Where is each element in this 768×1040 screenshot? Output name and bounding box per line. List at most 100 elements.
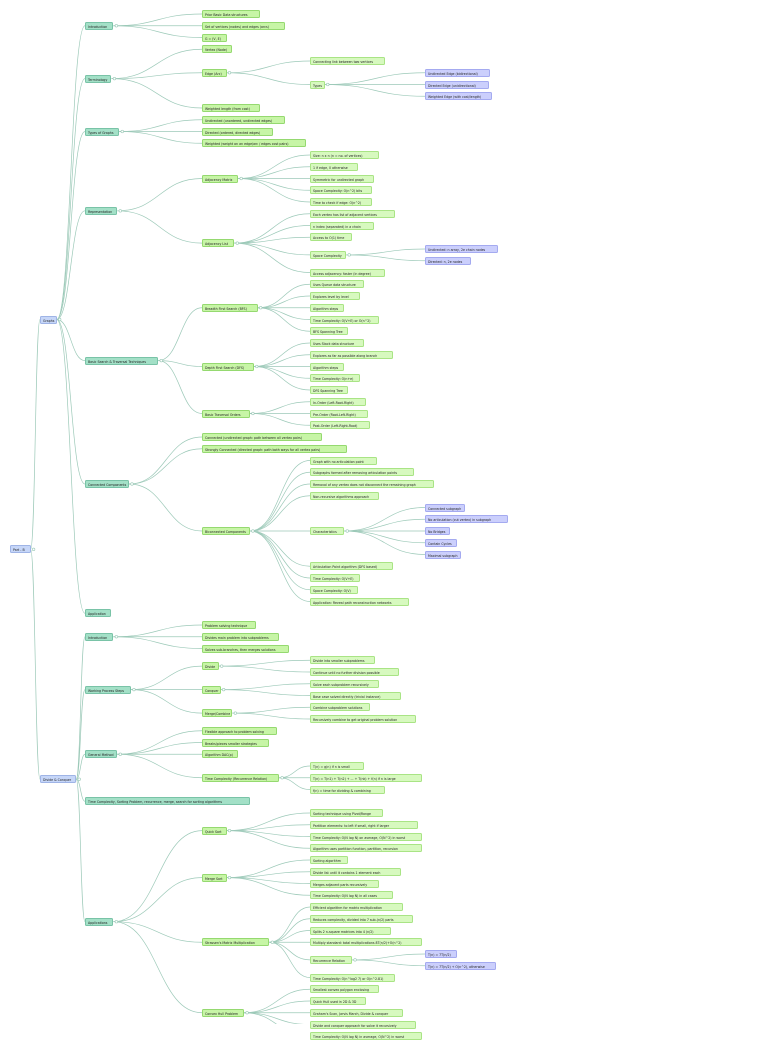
- node-weighted-edge-with-cost-length[interactable]: Weighted Edge (with cost/length): [425, 92, 493, 101]
- node-time-complexity-o-n-log-n-in-all-cases[interactable]: Time Complexity: O(N log N) in all cases: [310, 891, 393, 900]
- expand-toggle-icon[interactable]: [227, 829, 232, 833]
- node-working-process-steps[interactable]: Working Process Steps: [85, 685, 131, 694]
- node-adjacency-list[interactable]: Adjacency List: [202, 239, 235, 248]
- node-quick-sort[interactable]: Quick Sort: [202, 826, 227, 835]
- node-undirected-n-array-2e-chain-nodes[interactable]: Undirected: n array, 2e chain nodes: [425, 245, 499, 253]
- node-combine-subproblem-solutions[interactable]: Combine subproblem solutions: [310, 703, 370, 712]
- node-undirected-unordered-undirected-edges[interactable]: Undirected (unordered, undirected edges): [202, 115, 285, 124]
- node-vertex-node[interactable]: Vertex (Node): [202, 45, 233, 54]
- node-continue-until-no-further-division-possi[interactable]: Continue until no further division possi…: [310, 668, 399, 676]
- node-weighted-weight-on-an-edge-arc-edges-cos[interactable]: Weighted (weight on an edge/arc / edges …: [202, 139, 307, 148]
- node-smallest-convex-polygon-enclosing[interactable]: Smallest convex polygon enclosing: [310, 985, 380, 994]
- node-splits-2-n-square-matrices-into-4-n-2[interactable]: Splits 2 n-square matrices into 4 (n/2): [310, 926, 392, 935]
- node-applications[interactable]: Applications: [85, 917, 114, 926]
- node-explores-level-by-level[interactable]: Explores level by level: [310, 292, 360, 300]
- node-connecting-link-between-two-vertices[interactable]: Connecting link between two vertices: [310, 57, 386, 65]
- node-solve-each-subproblem-recursively[interactable]: Solve each subproblem recursively: [310, 679, 380, 688]
- expand-toggle-icon[interactable]: [239, 176, 243, 181]
- node-recursively-combine-to-get-original-prob[interactable]: Recursively combine to get original prob…: [310, 715, 417, 723]
- node-basic-traversal-orders[interactable]: Basic Traversal Orders: [202, 409, 250, 418]
- node-prior-basic-data-structures[interactable]: Prior Basic Data structures: [202, 10, 260, 18]
- node-algorithm-dac-p[interactable]: Algorithm DAC(p): [202, 750, 239, 759]
- node-t-n-7t-n-2[interactable]: T(n) = 7T(n/2): [425, 950, 458, 958]
- node-size-n-x-n-n-no-of-vertices[interactable]: Size: n x n (n = no. of vertices): [310, 151, 380, 159]
- node-strongly-connected-directed-graph-path-b[interactable]: Strongly Connected (directed graph: path…: [202, 444, 348, 453]
- node-base-case-solved-directly-trivial-instan[interactable]: Base case solved directly (trivial insta…: [310, 691, 401, 700]
- node-terminology[interactable]: Terminology: [85, 74, 112, 83]
- expand-toggle-icon[interactable]: [251, 411, 255, 416]
- node-flexible-approach-to-problem-solving[interactable]: Flexible approach to problem solving: [202, 726, 278, 735]
- node-time-to-check-if-edge-o-n-2[interactable]: Time to check if edge: O(n^2): [310, 198, 372, 206]
- node-edge-arc[interactable]: Edge (Arc): [202, 68, 227, 77]
- expand-toggle-icon[interactable]: [235, 241, 239, 245]
- expand-toggle-icon[interactable]: [159, 359, 163, 363]
- node-connected-subgraph[interactable]: Connected subgraph: [425, 503, 466, 512]
- node-strassen-s-matrix-multiplication[interactable]: Strassen's Matrix Multiplication: [202, 938, 270, 947]
- node-introduction[interactable]: Introduction: [85, 21, 114, 30]
- node-efficient-algorithm-for-matrix-multiplic[interactable]: Efficient algorithm for matrix multiplic…: [310, 903, 403, 911]
- node-graphs[interactable]: Graphs: [40, 315, 57, 324]
- node-solves-sub-branches-then-merges-solution[interactable]: Solves sub-branches, then merges solutio…: [202, 644, 289, 653]
- node-set-of-vertices-nodes-and-edges-arcs[interactable]: Set of vertices (nodes) and edges (arcs): [202, 21, 285, 30]
- node-access-adjacency-faster-in-degree[interactable]: Access adjacency: faster (in degree): [310, 268, 386, 277]
- expand-toggle-icon[interactable]: [58, 317, 62, 322]
- node-general-method[interactable]: General Method: [85, 750, 118, 759]
- expand-toggle-icon[interactable]: [347, 253, 351, 257]
- node-merge-combine[interactable]: Merge/Combine: [202, 709, 233, 718]
- node-directed-ordered-directed-edges[interactable]: Directed (ordered, directed edges): [202, 127, 274, 136]
- expand-toggle-icon[interactable]: [245, 1011, 249, 1015]
- expand-toggle-icon[interactable]: [280, 776, 284, 780]
- expand-toggle-icon[interactable]: [114, 24, 118, 28]
- expand-toggle-icon[interactable]: [114, 635, 118, 639]
- node-uses-stack-data-structure[interactable]: Uses Stack data structure: [310, 339, 364, 347]
- expand-toggle-icon[interactable]: [227, 876, 232, 880]
- node-depth-first-search-dfs[interactable]: Depth First Search (DFS): [202, 362, 254, 371]
- expand-toggle-icon[interactable]: [77, 777, 81, 781]
- expand-toggle-icon[interactable]: [259, 306, 263, 310]
- expand-toggle-icon[interactable]: [132, 688, 136, 692]
- node-connected-undirected-graph-path-between-[interactable]: Connected (undirected graph: path betwee…: [202, 433, 323, 441]
- node-connected-components[interactable]: Connected Components: [85, 480, 129, 488]
- node-convex-hull-problem[interactable]: Convex Hull Problem: [202, 1008, 245, 1017]
- node-types-of-graphs[interactable]: Types of Graphs: [85, 127, 120, 136]
- node-each-vertex-has-list-of-adjacent-vertice[interactable]: Each vertex has list of adjacent vertice…: [310, 209, 395, 218]
- node-t-n-7t-n-2-o-n-2-otherwise[interactable]: T(n) = 7T(n/2) + O(n^2), otherwise: [425, 961, 497, 970]
- node-time-complexity-o-v-e[interactable]: Time Complexity: O(V+E): [310, 574, 360, 582]
- expand-toggle-icon[interactable]: [31, 547, 36, 551]
- node-post-order-left-right-root[interactable]: Post-Order (Left-Right-Root): [310, 421, 370, 430]
- node-pre-order-root-left-right[interactable]: Pre-Order (Root-Left-Right): [310, 409, 368, 418]
- node-algorithm-steps[interactable]: Algorithm steps: [310, 362, 345, 371]
- node-directed-n-2e-nodes[interactable]: Directed: n, 2e nodes: [425, 256, 471, 265]
- expand-toggle-icon[interactable]: [220, 664, 224, 668]
- node-n-index-separated-in-a-chain[interactable]: n index (separated) in a chain: [310, 221, 374, 230]
- node-divide-list-until-it-contains-1-element-[interactable]: Divide list until it contains 1 element …: [310, 867, 401, 876]
- node-application[interactable]: Application: [85, 609, 112, 618]
- node-introduction[interactable]: Introduction: [85, 632, 114, 641]
- node-space-complexity-o-v[interactable]: Space Complexity: O(V): [310, 585, 358, 594]
- node-multiply-standard-total-multiplications-[interactable]: Multiply standard: total multiplications…: [310, 938, 423, 947]
- node-space-complexity-o-n-2-bits[interactable]: Space Complexity: O(n^2) bits: [310, 186, 372, 195]
- node-representation[interactable]: Representation: [85, 206, 118, 215]
- node-space-complexity[interactable]: Space Complexity: [310, 250, 347, 259]
- node-divide-and-conquer-approach-for-solve-it[interactable]: Divide and conquer approach for solve it…: [310, 1020, 417, 1029]
- node-removal-of-any-vertex-does-not-disconnec[interactable]: Removal of any vertex does not disconnec…: [310, 480, 434, 488]
- node-t-n-t-n1-t-n2-t-nk-f-n-if-n-is-large[interactable]: T(n) = T(n1) + T(n2) + ... + T(nk) + f(n…: [310, 773, 423, 782]
- node-bfs-spanning-tree[interactable]: BFS Spanning Tree: [310, 327, 349, 336]
- node-application-reveal-path-reconstruction-n[interactable]: Application: Reveal path reconstruction …: [310, 597, 409, 606]
- node-breaks-pieces-smaller-strategies[interactable]: Breaks/pieces smaller strategies: [202, 738, 270, 747]
- node-partition-elements-to-left-if-small-righ[interactable]: Partition elements: to left if small, ri…: [310, 820, 419, 829]
- expand-toggle-icon[interactable]: [120, 129, 124, 134]
- node-weighted-length-from-cost[interactable]: Weighted length (from cost): [202, 104, 260, 112]
- node-divide-into-smaller-subproblems[interactable]: Divide into smaller subproblems: [310, 656, 376, 665]
- node-divide[interactable]: Divide: [202, 662, 219, 671]
- node-sorting-technique-using-pivot-range[interactable]: Sorting technique using Pivot/Range: [310, 809, 384, 817]
- node-uses-queue-data-structure[interactable]: Uses Queue data structure: [310, 280, 364, 289]
- node-divide-conquer[interactable]: Divide & Conquer: [40, 775, 77, 784]
- node-explores-as-far-as-possible-along-branch[interactable]: Explores as far as possible along branch: [310, 350, 393, 359]
- node-merge-sort[interactable]: Merge Sort: [202, 873, 227, 882]
- node-sorting-algorithm[interactable]: Sorting algorithm: [310, 856, 349, 864]
- node-divides-main-problem-into-subproblems[interactable]: Divides main problem into subproblems: [202, 632, 280, 641]
- node-algorithm-uses-partition-function-partit[interactable]: Algorithm uses partition function, parti…: [310, 844, 423, 853]
- node-root[interactable]: Part - B: [10, 545, 31, 554]
- node-graham-s-scan-jarvis-march-divide-conque[interactable]: Graham's Scan, Jarvis March, Divide & co…: [310, 1008, 403, 1017]
